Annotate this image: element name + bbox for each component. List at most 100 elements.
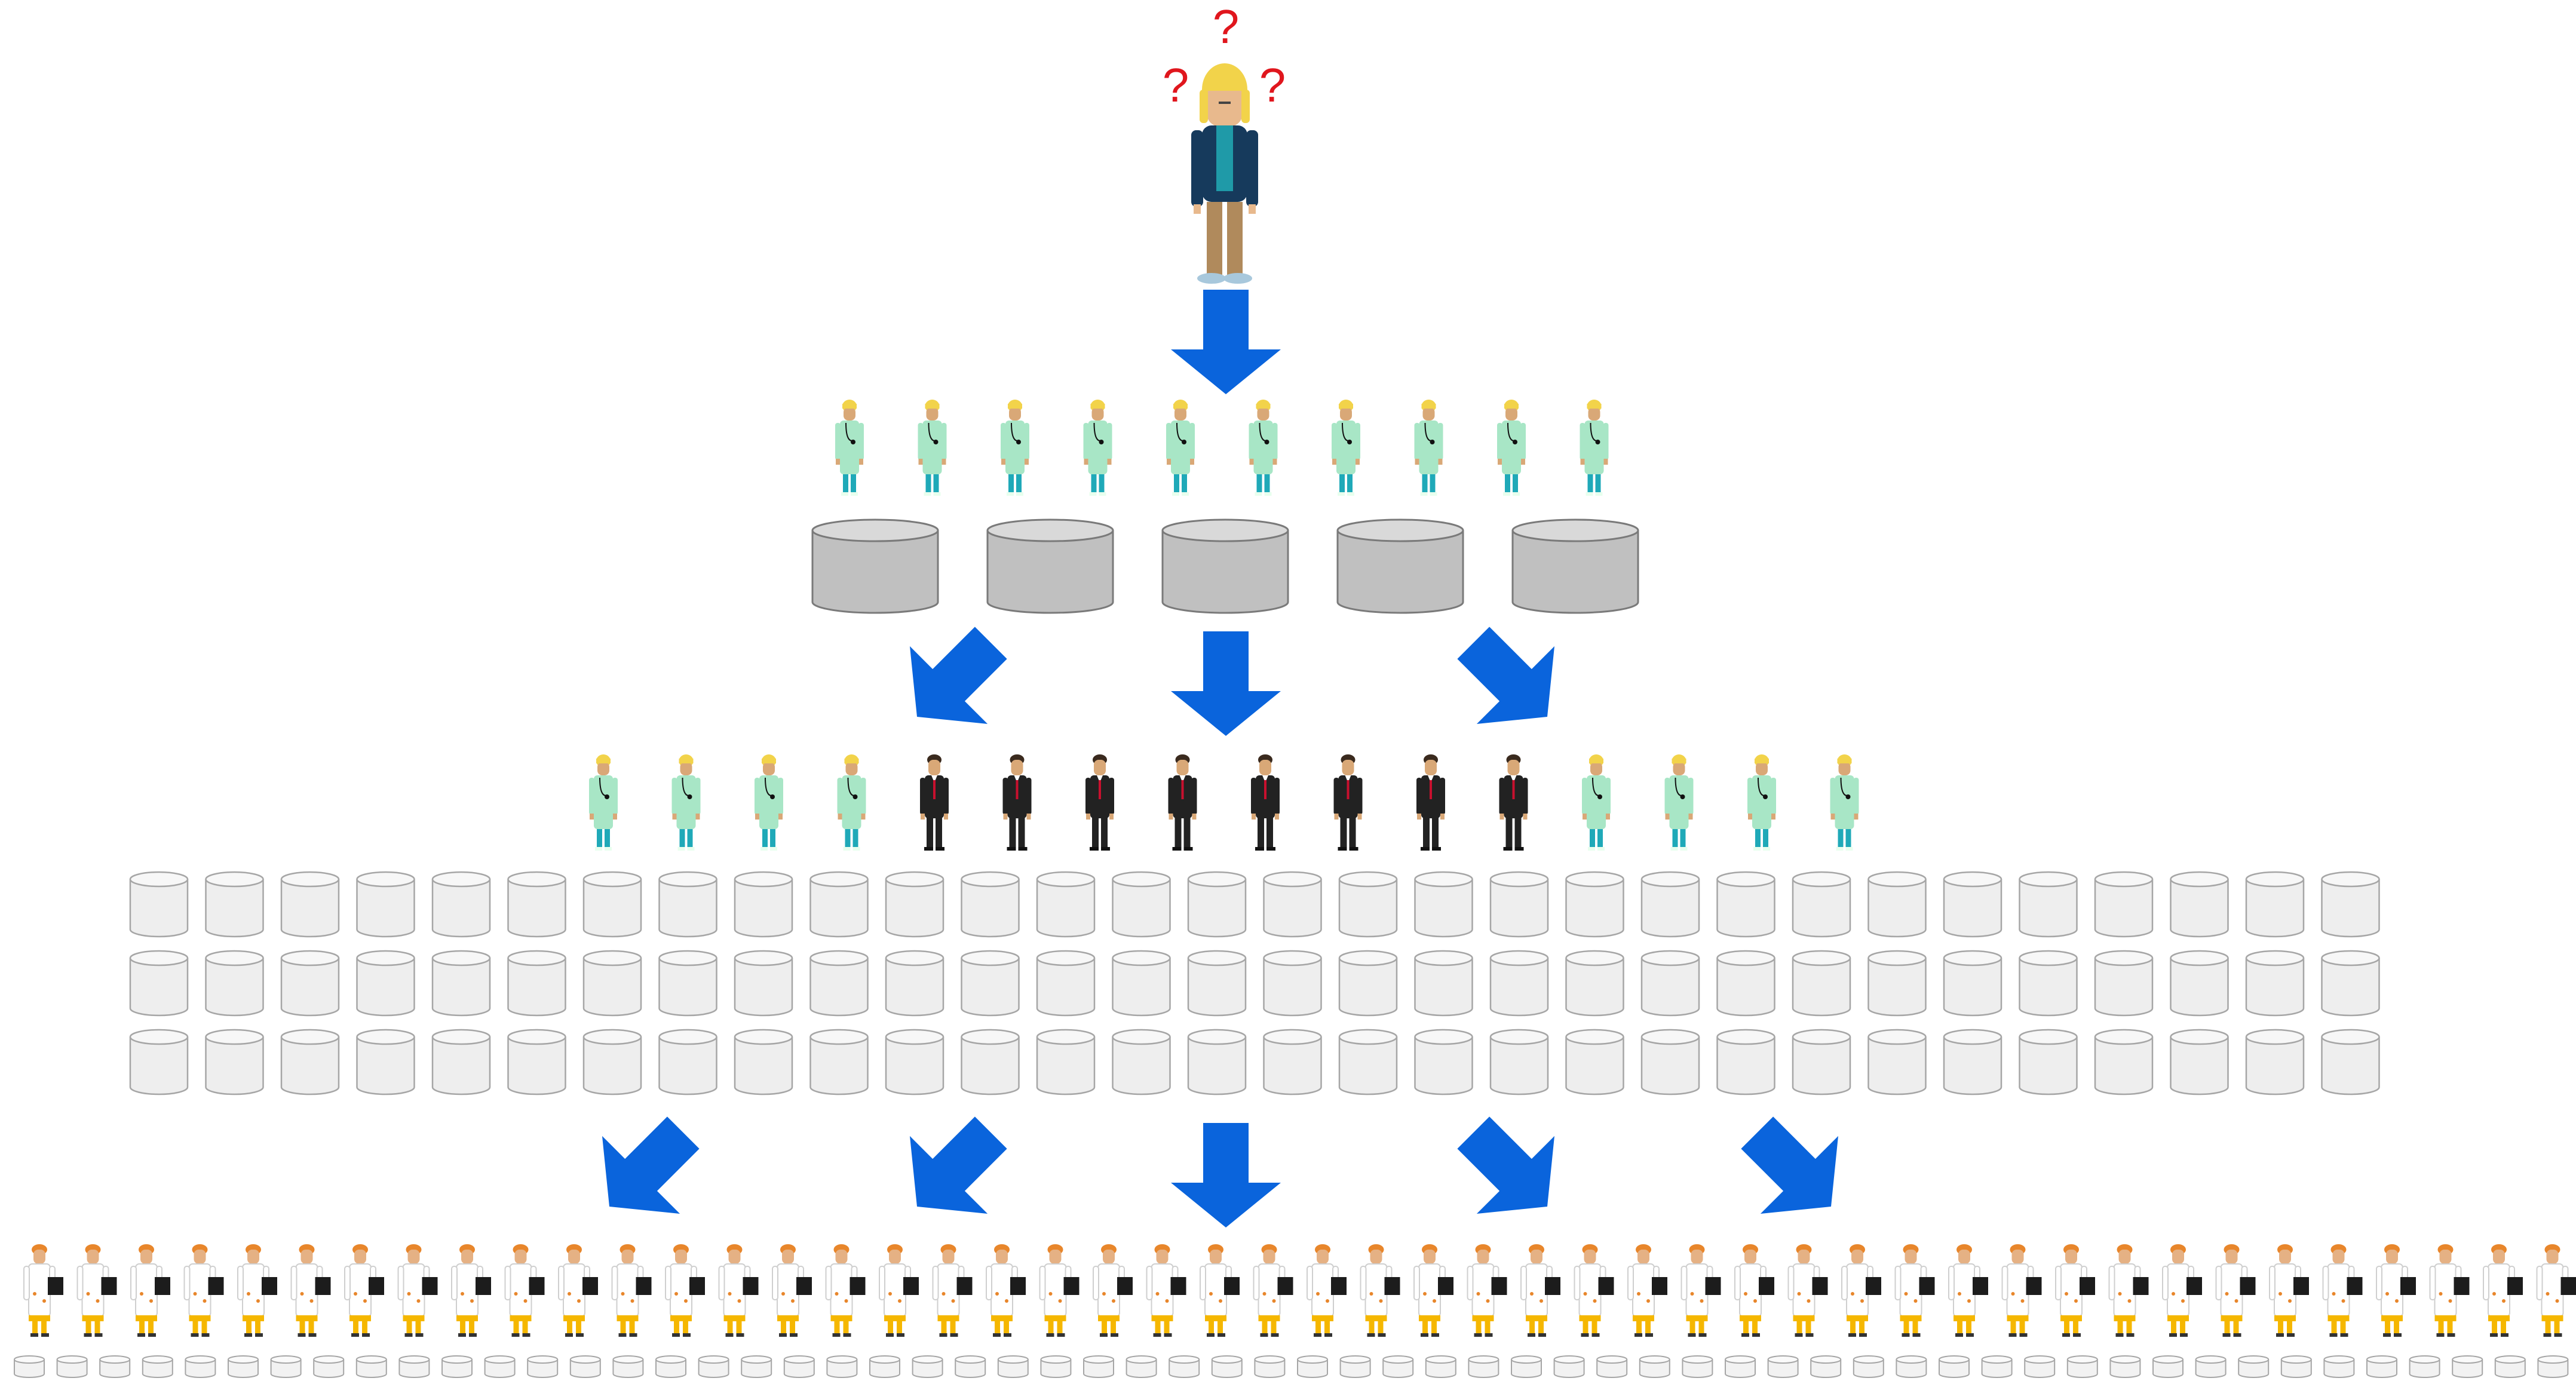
database-cylinder-icon [1640,950,1700,1017]
database-cylinder-icon [280,871,340,938]
businessman-suit-icon [920,754,949,851]
doctor-scrubs-icon [836,754,867,851]
database-cylinder-icon [783,1355,815,1378]
database-cylinder-icon [612,1355,644,1378]
database-cylinder-icon [1853,1355,1884,1378]
lab-researcher-icon [1734,1244,1775,1337]
doctor-scrubs-icon [1331,399,1361,496]
database-cylinder-icon [2195,1355,2227,1378]
database-cylinder-icon [441,1355,473,1378]
lab-researcher-icon [290,1244,332,1337]
lab-researcher-icon [718,1244,759,1337]
lab-researcher-icon [611,1244,652,1337]
businessman-suit-icon [1002,754,1032,851]
lab-researcher-icon [2322,1244,2363,1337]
database-cylinder-icon [809,871,869,938]
database-cylinder-icon [1489,1029,1549,1095]
database-cylinder-icon [741,1355,772,1378]
database-cylinder-icon [1640,871,1700,938]
database-cylinder-icon [2024,1355,2056,1378]
database-cylinder-icon [1126,1355,1157,1378]
database-cylinder-icon [1187,871,1247,938]
database-cylinder-icon [1112,1029,1171,1095]
database-cylinder-icon [1382,1355,1414,1378]
lab-researcher-icon [237,1244,278,1337]
database-cylinder-icon [826,1355,858,1378]
database-cylinder-icon [1792,871,1851,938]
database-cylinder-icon [912,1355,943,1378]
database-cylinder-icon [734,1029,793,1095]
lab-researcher-icon [932,1244,973,1337]
lab-researcher-icon [23,1244,64,1337]
database-cylinder-icon [431,950,491,1017]
database-cylinder-icon [1867,871,1927,938]
database-cylinder-icon [1414,950,1473,1017]
lab-researcher-icon [2483,1244,2523,1337]
database-cylinder-icon [1596,1355,1628,1378]
database-cylinder-icon [1725,1355,1756,1378]
lab-researcher-icon [1627,1244,1668,1337]
level-3-databases [14,1355,2569,1378]
database-cylinder-icon [1112,950,1171,1017]
question-marks: ? ? ? [1163,0,1286,112]
database-cylinder-icon [2321,1029,2380,1095]
database-cylinder-icon [997,1355,1029,1378]
lab-researcher-icon [2055,1244,2096,1337]
database-cylinder-icon [885,871,944,938]
database-cylinder-icon [2238,1355,2270,1378]
database-cylinder-icon [1716,871,1775,938]
database-cylinder-icon [734,950,793,1017]
flow-arrow-icon [1171,1123,1281,1227]
database-cylinder-icon [280,1029,340,1095]
doctor-scrubs-icon [671,754,701,851]
database-cylinder-icon [1297,1355,1328,1378]
database-cylinder-icon [56,1355,88,1378]
database-cylinder-icon [1336,518,1464,614]
database-cylinder-icon [885,950,944,1017]
flow-arrow-icon [1434,1094,1587,1246]
database-cylinder-icon [2245,950,2305,1017]
database-cylinder-icon [507,950,566,1017]
database-cylinder-icon [658,1029,717,1095]
database-cylinder-icon [1338,950,1398,1017]
database-cylinder-icon [2366,1355,2397,1378]
question-mark-top: ? [1213,0,1240,53]
database-cylinder-icon [205,1029,264,1095]
database-cylinder-icon [569,1355,601,1378]
lab-researcher-icon [183,1244,225,1337]
database-cylinder-icon [355,1355,387,1378]
database-cylinder-icon [2321,950,2380,1017]
database-cylinder-icon [1565,950,1624,1017]
database-cylinder-icon [185,1355,216,1378]
database-cylinder-icon [1211,1355,1243,1378]
database-cylinder-icon [1425,1355,1456,1378]
database-cylinder-icon [99,1355,131,1378]
doctor-scrubs-icon [1082,399,1113,496]
doctor-scrubs-icon [1664,754,1694,851]
lab-researcher-icon [130,1244,171,1337]
level-1-specialists [835,399,1609,496]
database-cylinder-icon [1489,871,1549,938]
database-cylinder-icon [2019,950,2078,1017]
lab-researcher-icon [451,1244,492,1337]
database-cylinder-icon [1792,950,1851,1017]
lab-researcher-icon [2108,1244,2149,1337]
database-cylinder-icon [313,1355,345,1378]
database-cylinder-icon [1040,1355,1072,1378]
database-cylinder-icon [1716,1029,1775,1095]
database-cylinder-icon [398,1355,430,1378]
database-cylinder-icon [698,1355,729,1378]
doctor-scrubs-icon [835,399,864,496]
flow-arrow-icon [878,604,1030,756]
database-cylinder-icon [228,1355,259,1378]
lab-researcher-icon [397,1244,438,1337]
database-cylinder-icon [986,518,1114,614]
database-cylinder-icon [507,1029,566,1095]
database-cylinder-icon [2280,1355,2312,1378]
lab-researcher-icon [1360,1244,1401,1337]
lab-researcher-icon [1680,1244,1722,1337]
doctor-scrubs-icon [588,754,618,851]
database-cylinder-icon [1187,950,1247,1017]
database-cylinder-icon [2094,1029,2154,1095]
database-cylinder-icon [280,950,340,1017]
